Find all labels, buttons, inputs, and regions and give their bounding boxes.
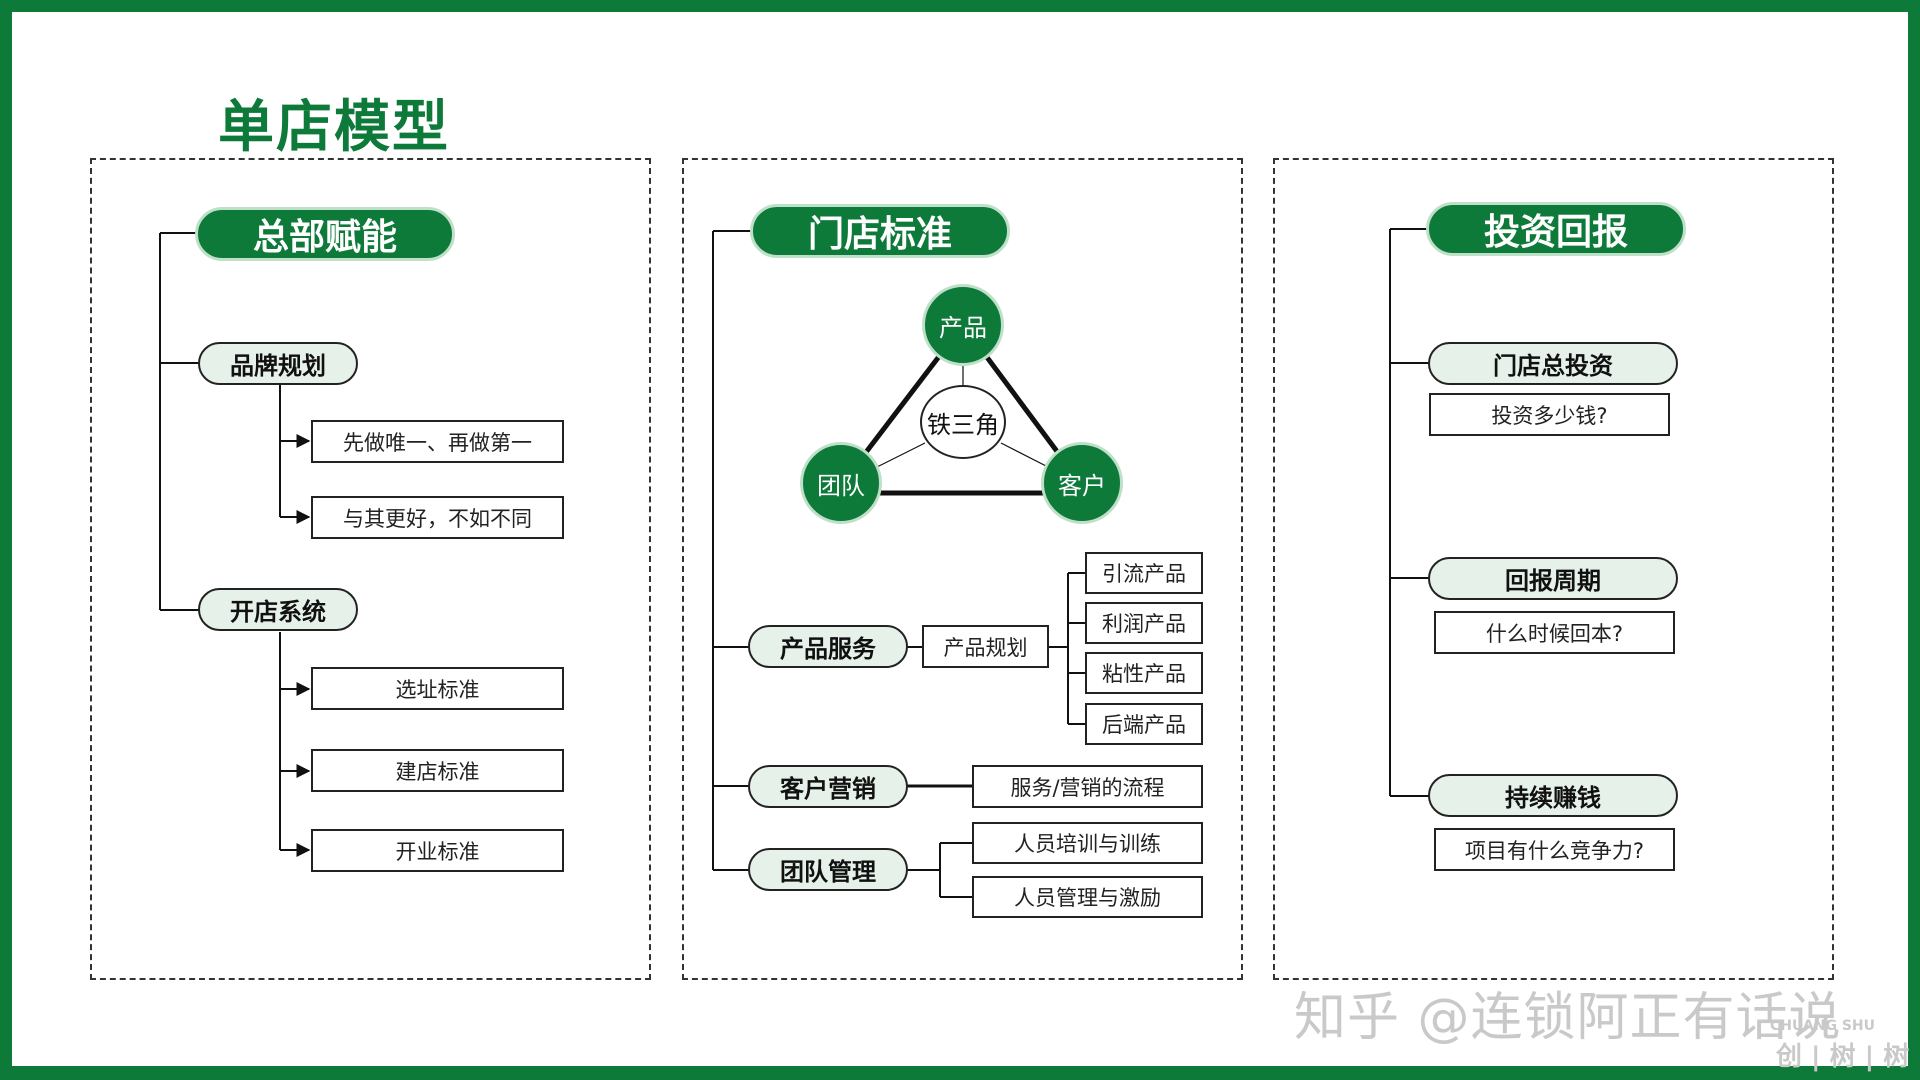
item-brand-2: 与其更好，不如不同 — [311, 496, 564, 539]
node-customer-marketing: 客户营销 — [748, 765, 908, 808]
item-brand-1: 先做唯一、再做第一 — [311, 420, 564, 463]
node-sustained-profit: 持续赚钱 — [1428, 774, 1678, 817]
node-brand-planning: 品牌规划 — [198, 342, 358, 385]
triangle-node-product: 产品 — [922, 284, 1004, 366]
node-team-management: 团队管理 — [748, 848, 908, 891]
item-sticky-product: 粘性产品 — [1085, 652, 1203, 694]
triangle-node-team: 团队 — [800, 442, 882, 524]
item-site-selection: 选址标准 — [311, 667, 564, 710]
header-hq-empowerment: 总部赋能 — [195, 207, 455, 261]
node-product-service: 产品服务 — [748, 625, 908, 668]
triangle-center-iron-triangle: 铁三角 — [920, 385, 1006, 459]
panel-middle — [682, 158, 1243, 980]
item-traffic-product: 引流产品 — [1085, 552, 1203, 594]
item-staff-training: 人员培训与训练 — [972, 822, 1203, 864]
page-title: 单店模型 — [218, 95, 450, 160]
item-profit-product: 利润产品 — [1085, 602, 1203, 644]
item-staff-management: 人员管理与激励 — [972, 876, 1203, 918]
watermark-brand-latin: CHUANG SHU — [1770, 1018, 1876, 1034]
node-total-investment: 门店总投资 — [1428, 342, 1678, 385]
question-competitiveness: 项目有什么竞争力? — [1434, 828, 1675, 871]
watermark-zhihu: 知乎 @连锁阿正有话说 — [1294, 988, 1842, 1048]
header-store-standard: 门店标准 — [750, 204, 1010, 258]
triangle-node-customer: 客户 — [1041, 442, 1123, 524]
question-how-much: 投资多少钱? — [1429, 393, 1670, 436]
item-service-marketing-process: 服务/营销的流程 — [972, 765, 1203, 808]
panel-left — [90, 158, 651, 980]
item-product-planning: 产品规划 — [922, 625, 1049, 668]
panel-right — [1273, 158, 1834, 980]
question-when-payback: 什么时候回本? — [1434, 611, 1675, 654]
item-backend-product: 后端产品 — [1085, 703, 1203, 745]
watermark-brand-cn: 创 | 树 | 树 — [1776, 1042, 1910, 1072]
header-investment-return: 投资回报 — [1426, 202, 1686, 256]
item-store-building: 建店标准 — [311, 749, 564, 792]
item-opening: 开业标准 — [311, 829, 564, 872]
node-store-opening-system: 开店系统 — [198, 588, 358, 631]
node-payback-period: 回报周期 — [1428, 557, 1678, 600]
